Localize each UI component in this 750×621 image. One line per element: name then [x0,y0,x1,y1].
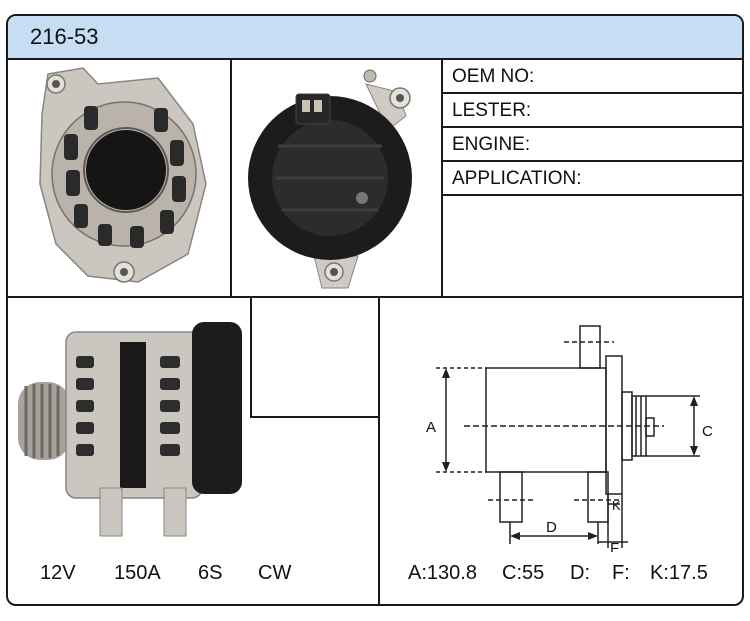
product-card: 216-53 OEM NO: LESTER: ENGINE: APPLICATI… [6,14,744,606]
diagram-label-d: D [546,519,557,536]
divider-spec-1 [441,92,742,94]
application-label: APPLICATION: [452,168,582,189]
rotation-value: CW [258,562,292,584]
divider-spec-3 [441,160,742,162]
voltage-value: 12V [40,562,76,584]
dimension-c-value: C:55 [502,562,545,584]
pulley-value: 6S [198,562,223,584]
inset-vertical [250,296,252,418]
diagram-bottom-mount-left [499,471,523,523]
divider-spec-4 [441,194,742,196]
dimension-d-value: D: [570,562,590,584]
engine-label: ENGINE: [452,134,531,155]
model-number: 216-53 [30,24,99,49]
header-bar: 216-53 [8,16,742,60]
diagram-bottom-mount-right [587,471,609,523]
divider-horizontal-middle [8,296,742,298]
diagram-body [485,367,607,473]
divider-vertical-bottom [378,296,380,604]
inset-horizontal [250,416,380,418]
divider-vertical-top-left [230,58,232,296]
lester-label: LESTER: [452,100,532,121]
dimension-f-value: F: [612,562,630,584]
dimension-k-value: K:17.5 [650,562,708,584]
dimension-a-value: A:130.8 [408,562,477,584]
alternator-side-image [18,322,242,537]
diagram-label-a: A [426,419,436,436]
diagram-label-f: F [610,540,619,552]
amperage-value: 150A [114,562,161,584]
alternator-front-image [39,67,207,283]
dimension-diagram: A C D F K [426,325,713,552]
diagram-label-c: C [702,423,713,440]
diagram-shaft [645,417,655,437]
diagram-label-k: K [612,498,621,513]
diagram-top-mount [579,325,601,369]
divider-vertical-top-right [441,58,443,296]
oem-no-label: OEM NO: [452,66,535,87]
divider-spec-2 [441,126,742,128]
alternator-rear-image [248,69,412,289]
